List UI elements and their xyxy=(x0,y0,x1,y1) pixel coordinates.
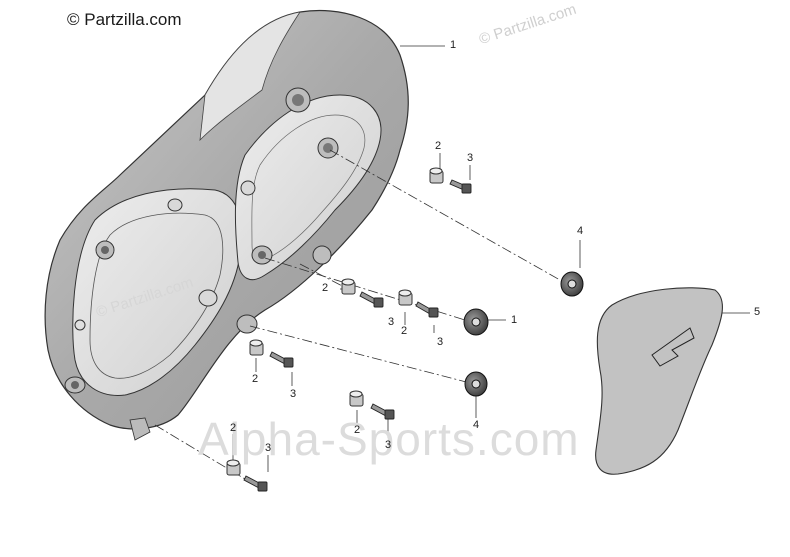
callout-bolt: 3 xyxy=(385,439,392,451)
callout-bolt: 3 xyxy=(290,388,297,400)
callout-bushing: 2 xyxy=(401,325,408,337)
callout-bolt: 3 xyxy=(388,316,395,328)
callout-grommet: 1 xyxy=(511,314,518,326)
callout-bolt: 3 xyxy=(265,442,272,454)
callout-bushing: 2 xyxy=(322,282,329,294)
emblem-part xyxy=(595,287,723,475)
callout-emblem: 5 xyxy=(754,306,761,318)
bushing-b xyxy=(341,278,356,295)
bushing-e xyxy=(349,390,364,407)
bushing-d xyxy=(249,339,264,356)
bolt-e xyxy=(370,403,395,420)
grommet-b xyxy=(463,308,489,336)
bushing-f xyxy=(226,459,241,476)
callout-bushing: 2 xyxy=(252,373,259,385)
callout-bushing: 2 xyxy=(435,140,442,152)
callout-bushing: 2 xyxy=(354,424,361,436)
bushing-a xyxy=(429,167,444,184)
bolt-f xyxy=(243,475,268,492)
callout-grommet: 4 xyxy=(473,419,480,431)
leader-lines xyxy=(154,45,750,486)
bolts xyxy=(243,179,472,492)
bushing-c xyxy=(398,289,413,306)
callout-bolt: 3 xyxy=(467,152,474,164)
grommets xyxy=(463,271,584,397)
grommet-c xyxy=(464,371,488,397)
bolt-b xyxy=(359,291,384,308)
callout-grommet: 4 xyxy=(577,225,584,237)
grommet-a xyxy=(560,271,584,297)
callout-cover: 1 xyxy=(450,39,457,51)
bolt-d xyxy=(269,351,294,368)
cover-part xyxy=(44,9,409,441)
bushings xyxy=(226,167,444,476)
watermark-partzilla: © Partzilla.com xyxy=(67,10,182,29)
callout-bushing: 2 xyxy=(230,422,237,434)
bolt-a xyxy=(449,179,472,194)
watermark-alpha-sports: Alpha-Sports.com xyxy=(198,413,580,465)
bolt-c xyxy=(415,301,439,318)
callout-bolt: 3 xyxy=(437,336,444,348)
